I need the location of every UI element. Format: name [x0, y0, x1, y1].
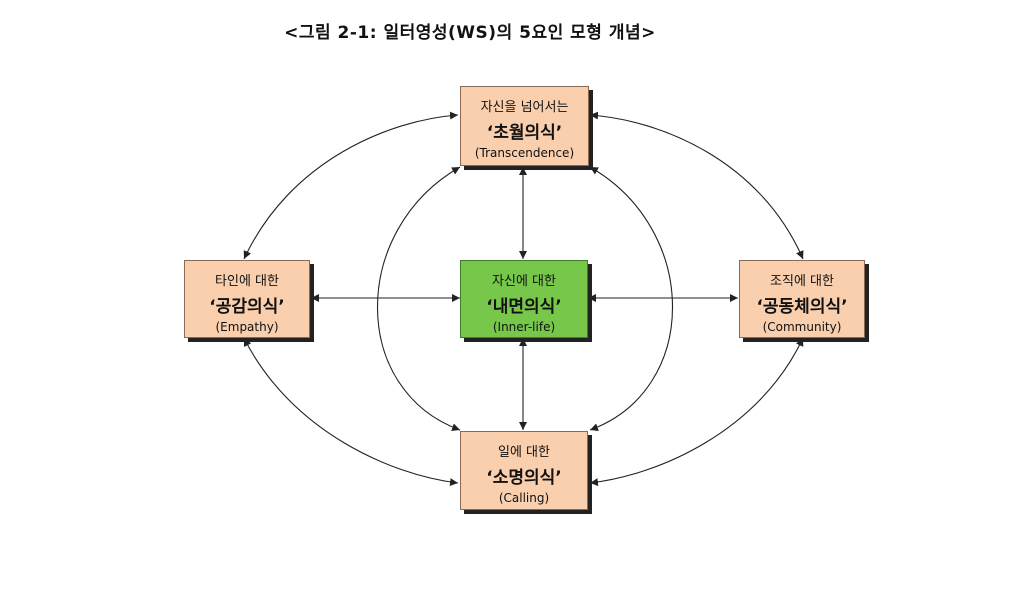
node-calling: 일에 대한 ‘소명의식’ (Calling) [460, 431, 588, 510]
node-calling-main: ‘소명의식’ [486, 468, 562, 488]
node-empathy-en: (Empathy) [215, 320, 279, 334]
node-transcendence: 자신을 넘어서는 ‘초월의식’ (Transcendence) [460, 86, 589, 166]
node-inner-main: ‘내면의식’ [486, 297, 562, 317]
node-community-main: ‘공동체의식’ [756, 297, 848, 317]
arc-transcendence-community [589, 111, 804, 260]
arc-inner-right [589, 166, 673, 432]
node-inner-life: 자신에 대한 ‘내면의식’ (Inner-life) [460, 260, 588, 338]
arc-community-calling [589, 337, 804, 487]
node-transcendence-en: (Transcendence) [474, 146, 575, 160]
node-inner-sub: 자신에 대한 [492, 274, 556, 289]
node-community: 조직에 대한 ‘공동체의식’ (Community) [739, 260, 865, 338]
node-transcendence-main: ‘초월의식’ [486, 123, 563, 143]
arc-empathy-calling [243, 337, 459, 487]
node-community-sub: 조직에 대한 [770, 274, 834, 289]
node-inner-en: (Inner-life) [492, 320, 556, 334]
arc-empathy-transcendence [243, 111, 459, 260]
node-calling-sub: 일에 대한 [498, 445, 550, 460]
arc-inner-left [377, 166, 461, 432]
node-calling-en: (Calling) [498, 491, 550, 505]
node-empathy-sub: 타인에 대한 [215, 274, 279, 289]
figure-title: <그림 2-1: 일터영성(WS)의 5요인 모형 개념> [284, 23, 656, 43]
node-community-en: (Community) [762, 320, 842, 334]
node-transcendence-sub: 자신을 넘어서는 [480, 100, 569, 115]
node-empathy: 타인에 대한 ‘공감의식’ (Empathy) [184, 260, 310, 338]
node-empathy-main: ‘공감의식’ [209, 297, 285, 317]
